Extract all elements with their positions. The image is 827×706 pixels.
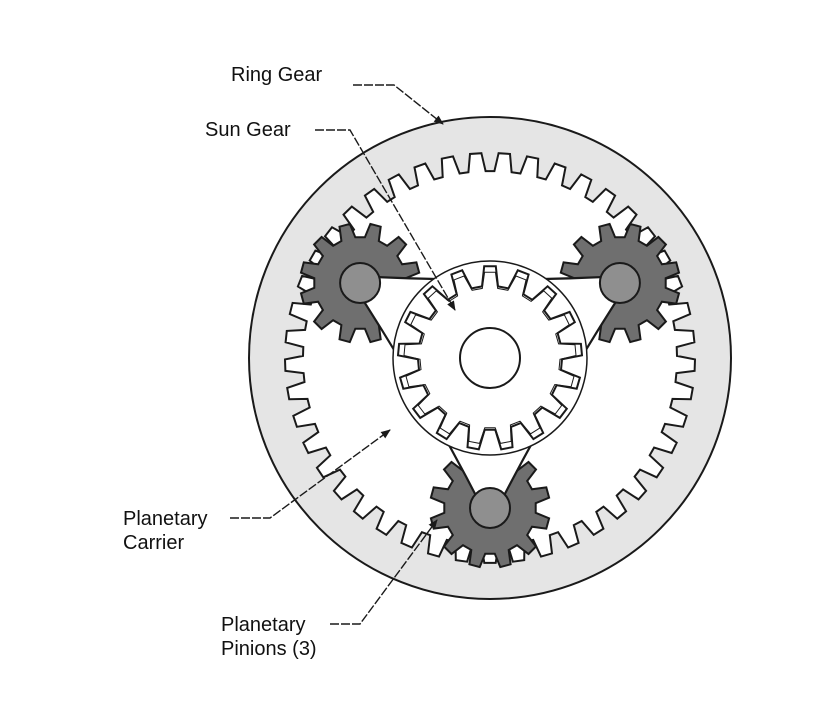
- pinion-pin-1: [339, 262, 382, 304]
- planetary-carrier-leader: [230, 429, 391, 519]
- planetary-carrier-label-line-1: Planetary: [123, 508, 208, 530]
- planetary-pinions-leader: [330, 519, 438, 625]
- sun-gear-shaft-hole: [459, 327, 521, 389]
- pinion-pin-3: [469, 487, 511, 529]
- sun-gear-leader: [315, 129, 456, 311]
- planetary-pinions-label-line-1: Planetary: [221, 614, 306, 636]
- pinion-pin-2: [598, 262, 641, 304]
- sun-gear-inner-outline: [403, 271, 577, 444]
- planetary-carrier-label: Planetary Carrier: [123, 507, 208, 555]
- planetary-pinions-label: Planetary Pinions (3): [221, 613, 317, 661]
- planetary-carrier-label-line-2: Carrier: [123, 532, 185, 554]
- sun-gear-label: Sun Gear: [205, 119, 291, 141]
- ring-gear-leader: [353, 84, 444, 125]
- ring-gear-label: Ring Gear: [231, 64, 323, 86]
- planetary-pinions-label-line-2: Pinions (3): [221, 638, 317, 660]
